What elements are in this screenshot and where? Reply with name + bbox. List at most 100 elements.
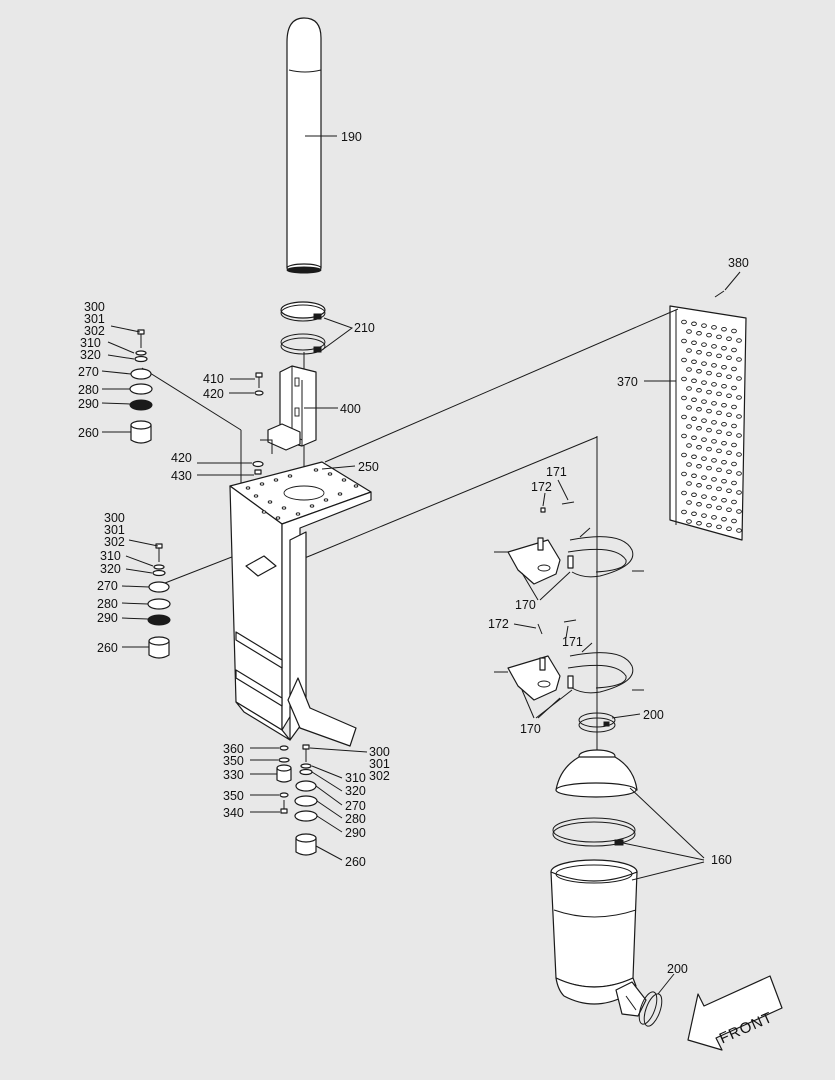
shield-perforation	[681, 509, 687, 515]
shield-perforation	[681, 357, 687, 363]
shield-perforation	[716, 429, 722, 435]
callout-400: 400	[340, 402, 361, 416]
plate-bolt-hole	[245, 486, 251, 490]
shield-perforation	[721, 383, 727, 389]
callout-260-upper: 260	[78, 426, 99, 440]
shield-perforation	[736, 471, 742, 476]
callout-210: 210	[354, 321, 375, 335]
shield-perforation	[736, 338, 742, 343]
shield-perforation	[721, 497, 727, 503]
plate-bolt-hole	[337, 492, 343, 496]
shield-perforation	[706, 503, 712, 509]
shield-perforation	[696, 426, 702, 431]
shield-perforation	[706, 351, 712, 357]
callout-310-bottom: 310	[345, 771, 366, 785]
shield-perforation	[686, 329, 692, 334]
shield-perforation	[706, 484, 712, 490]
plate-bolt-hole	[261, 510, 267, 514]
callout-300-bottom: 300	[369, 745, 390, 759]
shield-perforation	[721, 478, 727, 484]
shield-perforation	[681, 319, 687, 325]
bracket-bolt	[254, 372, 264, 396]
shield-perforation	[711, 458, 717, 463]
shield-perforation	[726, 488, 732, 493]
callout-200-upper: 200	[643, 708, 664, 722]
shield-bolt	[714, 290, 725, 298]
callout-310-upper: 310	[80, 336, 101, 350]
callout-410: 410	[203, 372, 224, 386]
shield-perforation	[711, 401, 717, 406]
shield-perforation	[686, 500, 692, 505]
filter-canister-band	[552, 817, 636, 847]
shield-perforation	[736, 509, 742, 514]
plate-bolt-hole	[341, 478, 347, 482]
shield-perforation	[696, 369, 702, 374]
plate-bolt-hole	[353, 484, 359, 488]
callout-320-middle: 320	[100, 562, 121, 576]
shield-perforation	[706, 427, 712, 433]
callout-280-bottom: 280	[345, 812, 366, 826]
shield-perforation	[691, 492, 697, 498]
shield-perforation	[681, 471, 687, 477]
shield-perforation	[721, 459, 727, 465]
shield-perforation	[706, 522, 712, 528]
callout-270-bottom: 270	[345, 799, 366, 813]
perforated-heat-shield	[669, 305, 747, 541]
callout-350-upper: 350	[223, 754, 244, 768]
shield-perforation	[726, 526, 732, 531]
shield-perforation	[716, 505, 722, 511]
exhaust-stack-pipe	[286, 17, 322, 274]
callout-420-lower: 420	[171, 451, 192, 465]
callout-170-lower: 170	[520, 722, 541, 736]
shield-perforation	[721, 440, 727, 446]
bottom-right-mount-stack	[294, 744, 318, 856]
callout-280-upper: 280	[78, 383, 99, 397]
callout-320-bottom: 320	[345, 784, 366, 798]
column-top-plate-holes	[245, 468, 359, 520]
shield-perforation	[696, 388, 702, 393]
callout-171-upper: 171	[546, 465, 567, 479]
shield-perforation	[696, 521, 702, 526]
callout-250: 250	[358, 460, 379, 474]
shield-perforation	[721, 421, 727, 427]
shield-perforation	[681, 395, 687, 401]
plate-bolt-hole	[281, 506, 287, 510]
plate-bolt-hole	[309, 504, 315, 508]
shield-perforation	[716, 467, 722, 473]
callout-172-lower: 172	[488, 617, 509, 631]
shield-perforation	[716, 486, 722, 492]
shield-perforation	[736, 414, 742, 419]
shield-perforation	[716, 448, 722, 454]
shield-perforation	[726, 431, 732, 436]
band-clamp-upper	[578, 712, 616, 733]
callout-310-middle: 310	[100, 549, 121, 563]
callout-270-middle: 270	[97, 579, 118, 593]
shield-perforation	[731, 404, 737, 410]
shield-perforation	[696, 331, 702, 336]
bracket-nut	[254, 469, 262, 475]
shield-perforation	[701, 399, 707, 404]
shield-perforation	[716, 524, 722, 530]
plate-bolt-hole	[287, 474, 293, 478]
shield-perforation	[711, 439, 717, 444]
shield-perforation	[691, 378, 697, 384]
shield-perforation	[691, 321, 697, 327]
callout-330: 330	[223, 768, 244, 782]
shield-perforation	[731, 480, 737, 486]
shield-perforation	[701, 380, 707, 385]
shield-perforation	[736, 452, 742, 457]
callout-420-upper: 420	[203, 387, 224, 401]
shield-perforation	[726, 336, 732, 341]
shield-perforation	[706, 332, 712, 338]
plate-bolt-hole	[275, 516, 281, 520]
shield-perforations	[681, 319, 742, 533]
shield-perforation	[701, 513, 707, 518]
shield-perforation	[701, 418, 707, 423]
shield-perforation	[691, 397, 697, 403]
shield-perforation	[731, 518, 737, 524]
shield-perforation	[681, 376, 687, 382]
shield-perforation	[711, 363, 717, 368]
shield-perforation	[701, 437, 707, 442]
callout-260-bottom: 260	[345, 855, 366, 869]
